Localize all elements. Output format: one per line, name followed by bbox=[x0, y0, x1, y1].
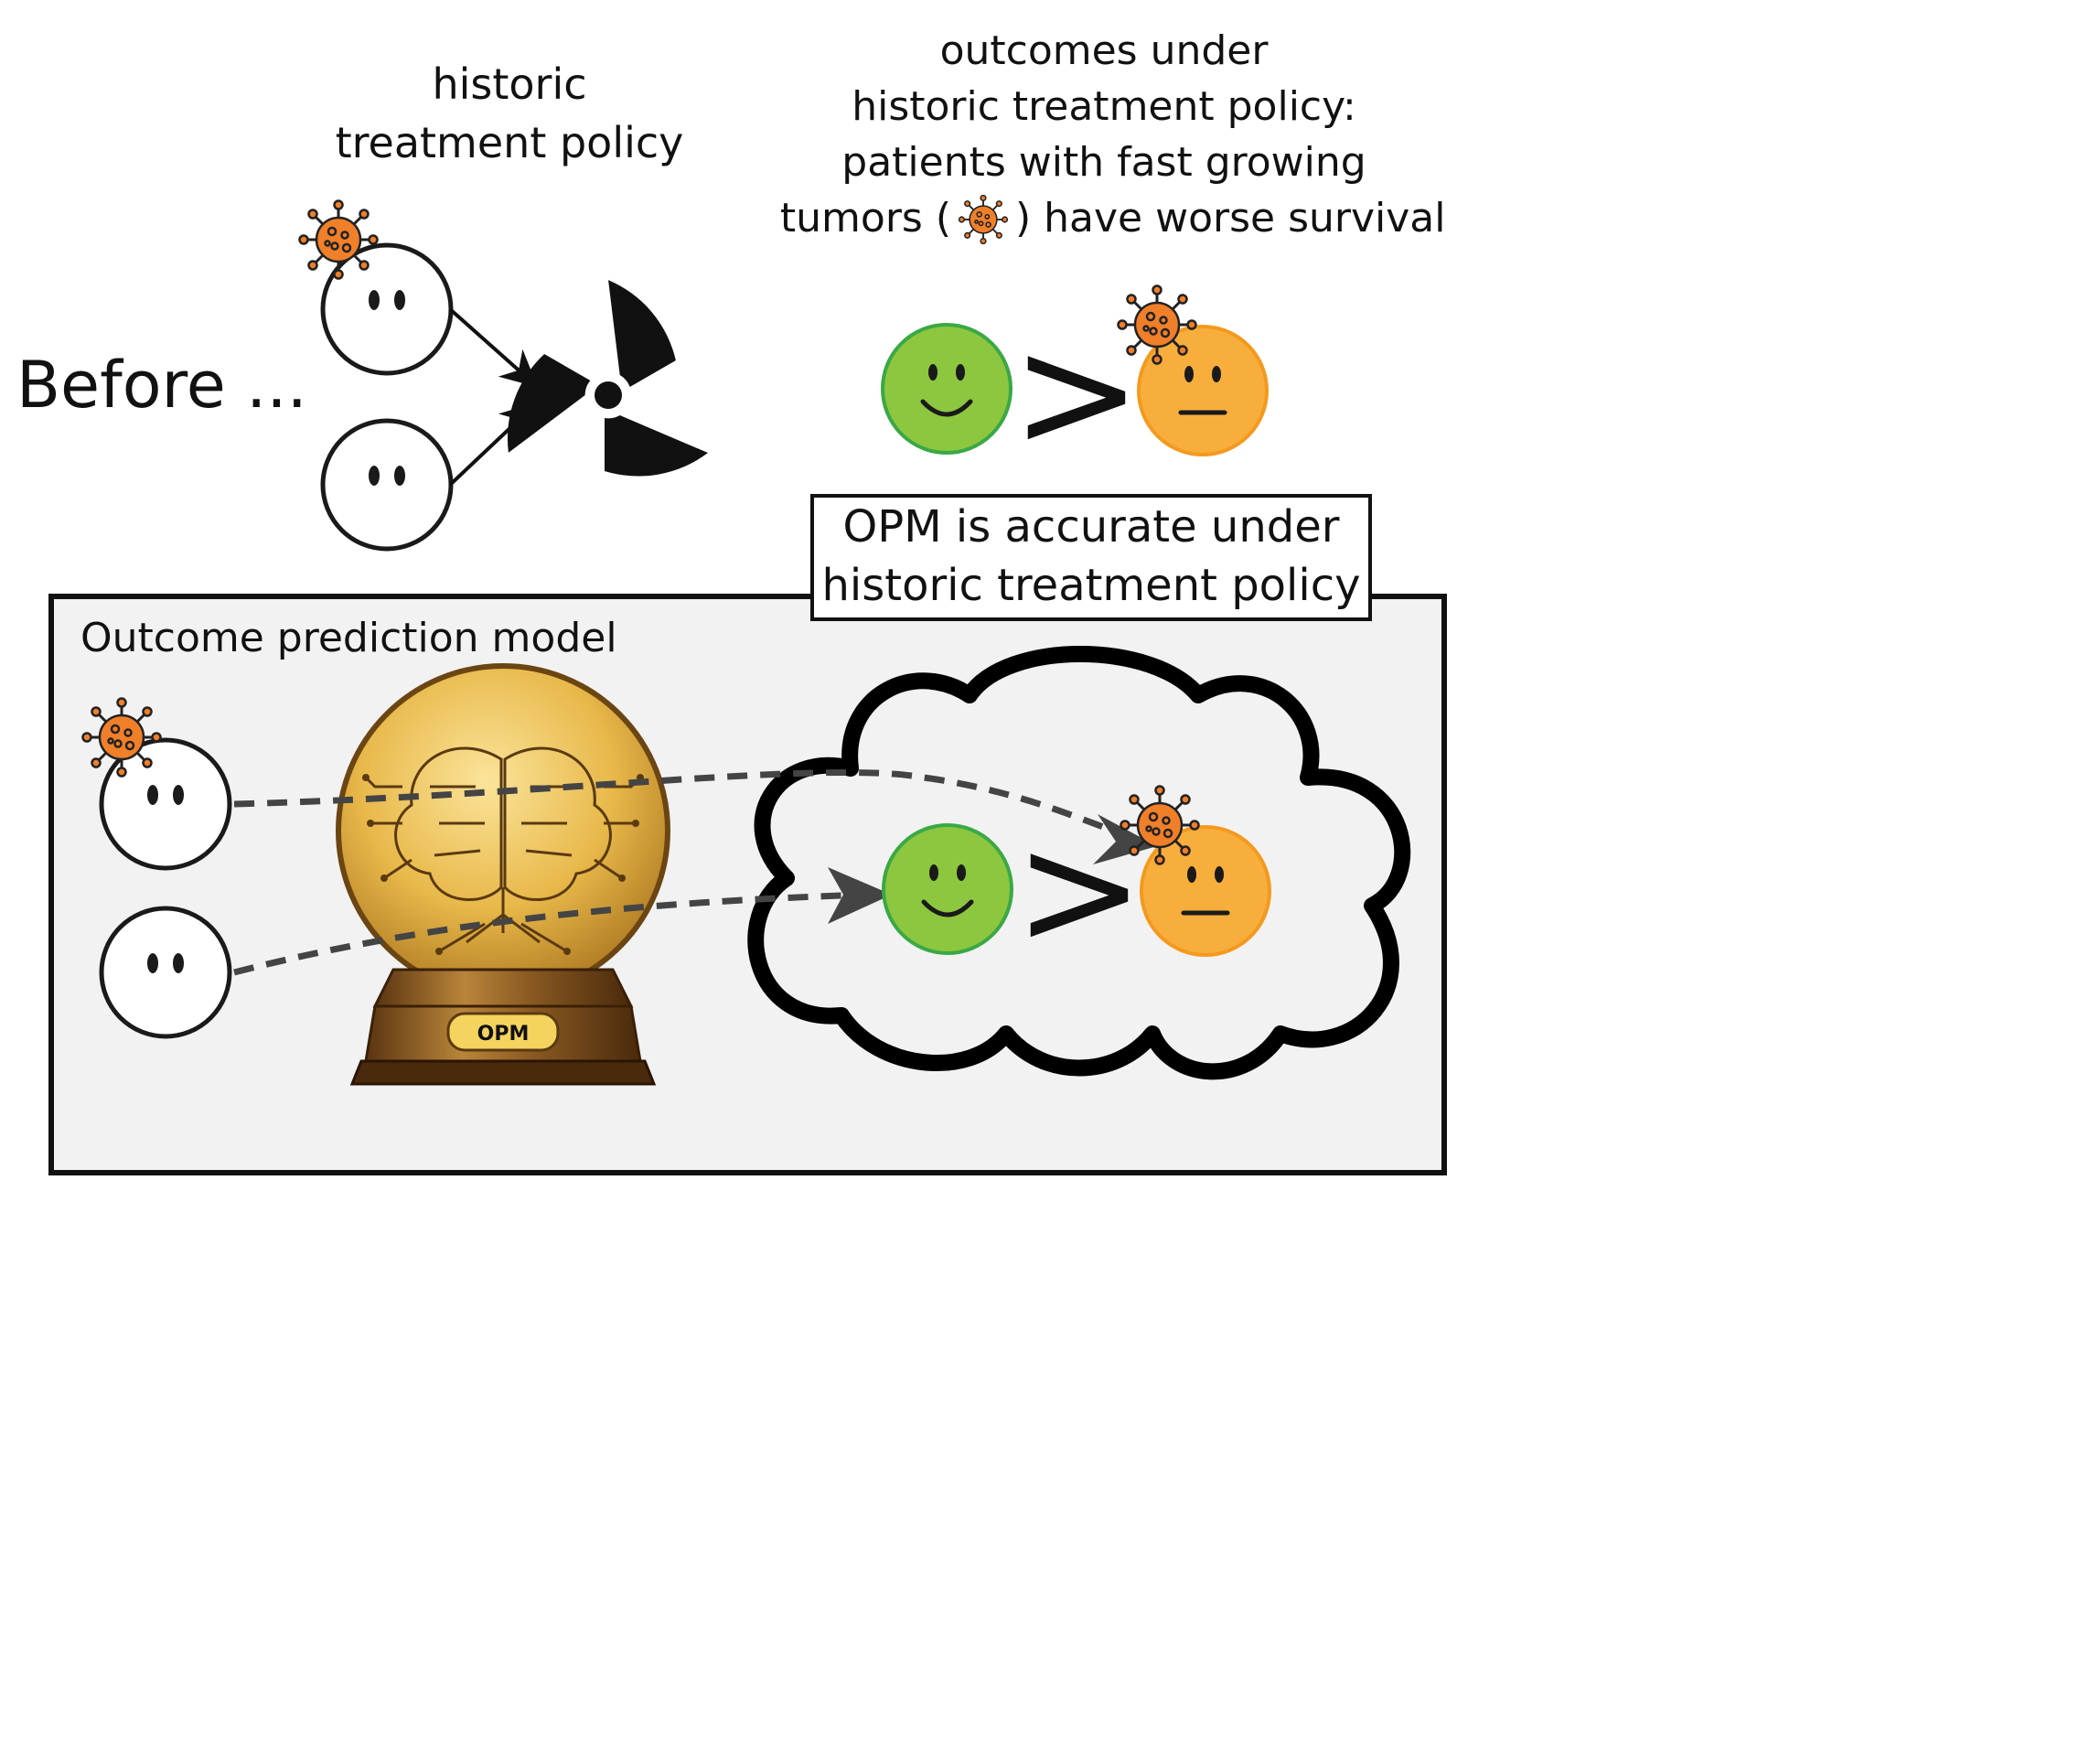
model-panel-title: Outcome prediction model bbox=[80, 615, 617, 661]
arrowhead-to-poor-face bbox=[1093, 814, 1157, 864]
greater-than-symbol-cloud: > bbox=[1014, 800, 1144, 982]
historic-policy-line-1: historic bbox=[432, 59, 586, 109]
outcomes-line-4-before: tumors ( bbox=[780, 195, 951, 241]
patient-with-tumor-top bbox=[298, 199, 452, 374]
prediction-path-tumor-patient bbox=[233, 769, 1141, 843]
before-label: Before ... bbox=[16, 348, 307, 423]
outcomes-line-1: outcomes under bbox=[940, 27, 1270, 74]
opm-badge-label: OPM bbox=[477, 1023, 530, 1046]
historic-policy-line-2: treatment policy bbox=[336, 118, 684, 167]
callout-line-1: OPM is accurate under bbox=[843, 501, 1340, 553]
prediction-cloud bbox=[747, 646, 1411, 1080]
outcomes-line-2: historic treatment policy: bbox=[852, 83, 1356, 130]
patient-plain-panel bbox=[102, 908, 230, 1036]
patient-top-plain bbox=[323, 421, 451, 549]
good-outcome-face-top bbox=[883, 325, 1011, 453]
brain-circuit-icon bbox=[364, 746, 642, 953]
arrow-to-treatment-1 bbox=[448, 307, 538, 388]
arrowhead-to-good-face bbox=[828, 867, 892, 924]
tumor-icon bbox=[298, 199, 379, 280]
radiation-icon bbox=[507, 280, 708, 477]
tumor-icon-inline bbox=[958, 194, 1009, 245]
callout-line-2: historic treatment policy bbox=[821, 560, 1360, 611]
good-outcome-face-cloud bbox=[884, 825, 1012, 953]
outcomes-line-3: patients with fast growing bbox=[841, 139, 1366, 186]
prediction-path-plain-patient bbox=[233, 891, 865, 976]
greater-than-symbol-top: > bbox=[1012, 303, 1141, 484]
crystal-ball-opm: OPM bbox=[336, 663, 670, 1086]
callout-box bbox=[810, 494, 1372, 621]
opm-badge bbox=[446, 1012, 560, 1052]
outcomes-line-4-after: ) have worse survival bbox=[1015, 195, 1445, 241]
